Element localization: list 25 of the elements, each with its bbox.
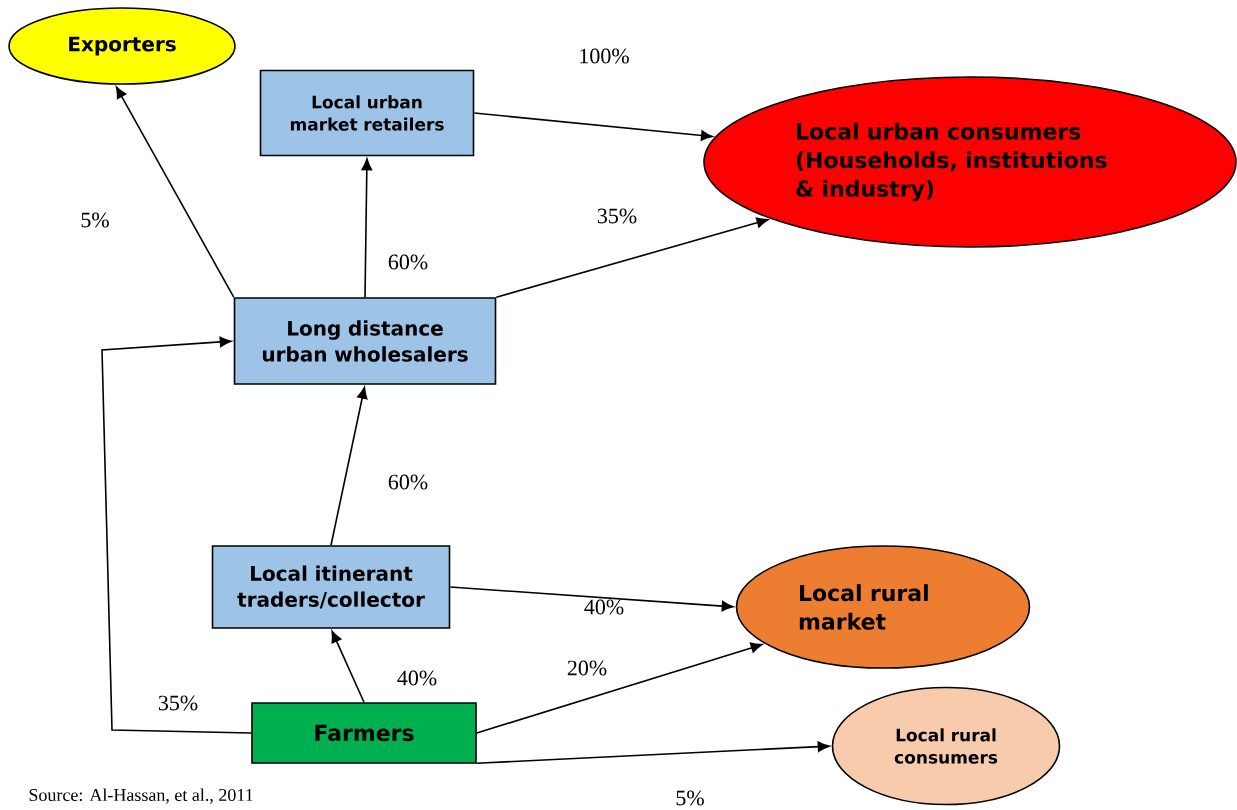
edge-label: 40%	[584, 599, 624, 615]
arrow	[476, 741, 830, 765]
arrow	[361, 158, 373, 298]
process-box: Farmers	[251, 702, 477, 764]
edge-label: 5%	[676, 790, 704, 806]
edge-label: 60%	[388, 254, 428, 270]
arrow	[330, 386, 368, 546]
process-box: Local urban market retailers	[259, 69, 475, 157]
edge-label: 100%	[580, 48, 629, 64]
arrow	[115, 86, 235, 298]
arrow	[101, 336, 252, 734]
edge-label: 60%	[388, 474, 428, 490]
process-box: Long distance urban wholesalers	[233, 297, 497, 385]
edge-label: 40%	[397, 670, 437, 686]
arrow	[495, 217, 769, 298]
arrow	[449, 586, 734, 612]
edge-label: 5%	[81, 212, 109, 228]
arrow	[476, 642, 763, 734]
edge-label: 35%	[597, 208, 637, 224]
edge-label: 20%	[567, 660, 607, 676]
arrow	[473, 112, 713, 141]
edge-label: 35%	[158, 695, 198, 711]
process-box: Local itinerant traders/collector	[211, 545, 451, 629]
caption: Source: Al-Hassan, et al., 2011	[29, 788, 253, 804]
arrow	[331, 630, 365, 703]
